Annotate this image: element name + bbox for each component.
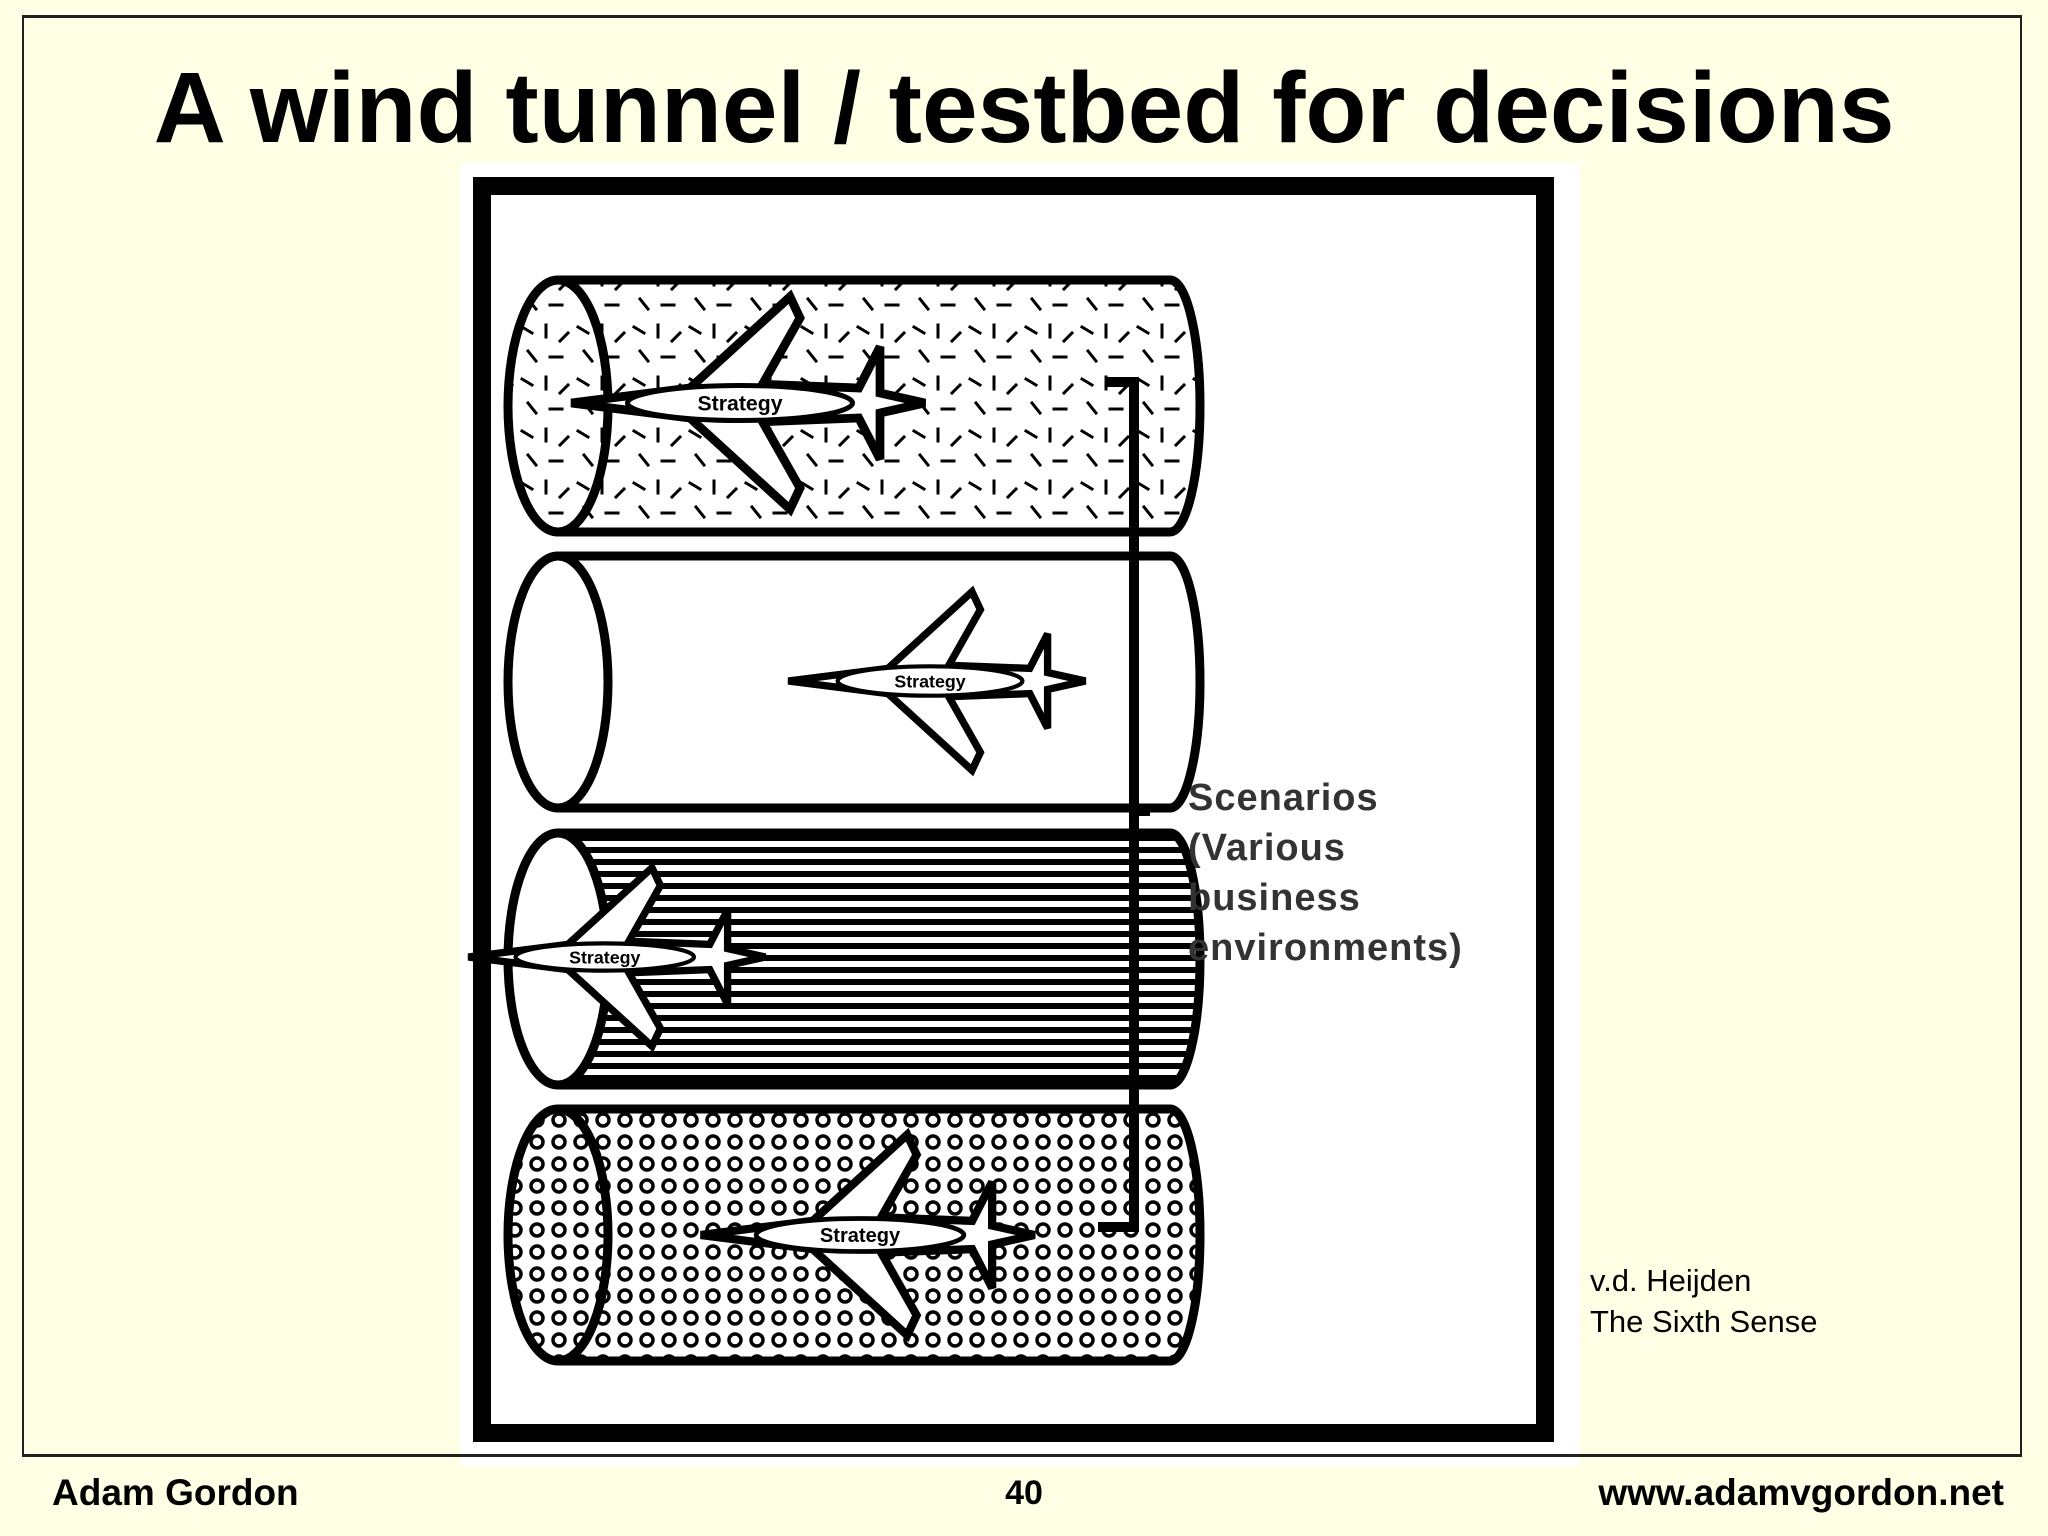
figure-frame <box>473 177 1554 1442</box>
footer-website: www.adamvgordon.net <box>1598 1472 2004 1513</box>
plane-label: Strategy <box>697 392 782 416</box>
footer-divider <box>22 1454 2022 1457</box>
scenarios-label-line-1: Scenarios <box>1188 777 1379 819</box>
citation-work: The Sixth Sense <box>1590 1304 1818 1339</box>
page-number: 40 <box>1005 1474 1043 1512</box>
scenarios-label-line-3: business <box>1188 877 1361 919</box>
wind-tunnel-1: Strategy <box>503 275 1205 537</box>
plane-label: Strategy <box>569 947 640 967</box>
airplane-strategy-2: Strategy <box>787 585 1087 777</box>
wind-tunnel-4: Strategy <box>503 1104 1205 1366</box>
slide-title: A wind tunnel / testbed for decisions <box>153 52 1895 164</box>
airplane-strategy-4: Strategy <box>700 1127 1036 1343</box>
slide-frame-left <box>22 15 24 1456</box>
slide-frame-top <box>22 15 2022 18</box>
citation: v.d. Heijden The Sixth Sense <box>1590 1260 1817 1342</box>
plane-label: Strategy <box>894 671 965 691</box>
airplane-strategy-3: Strategy <box>467 861 767 1053</box>
slide-frame-right <box>2020 15 2022 1456</box>
wind-tunnel-2: Strategy <box>503 551 1205 813</box>
scenarios-label: Scenarios (Various business environments… <box>1188 777 1463 969</box>
wind-tunnel-diagram: Strategy Strategy Strategy <box>467 177 1554 1442</box>
plane-label: Strategy <box>820 1225 901 1247</box>
footer-author: Adam Gordon <box>52 1472 299 1513</box>
scenarios-bracket <box>1098 377 1139 1232</box>
scenarios-label-line-2: (Various <box>1188 827 1346 869</box>
citation-author: v.d. Heijden <box>1590 1263 1752 1298</box>
airplane-strategy-1: Strategy <box>570 289 926 517</box>
wind-tunnel-3: Strategy <box>467 828 1205 1090</box>
scenarios-label-line-4: environments) <box>1188 927 1463 969</box>
